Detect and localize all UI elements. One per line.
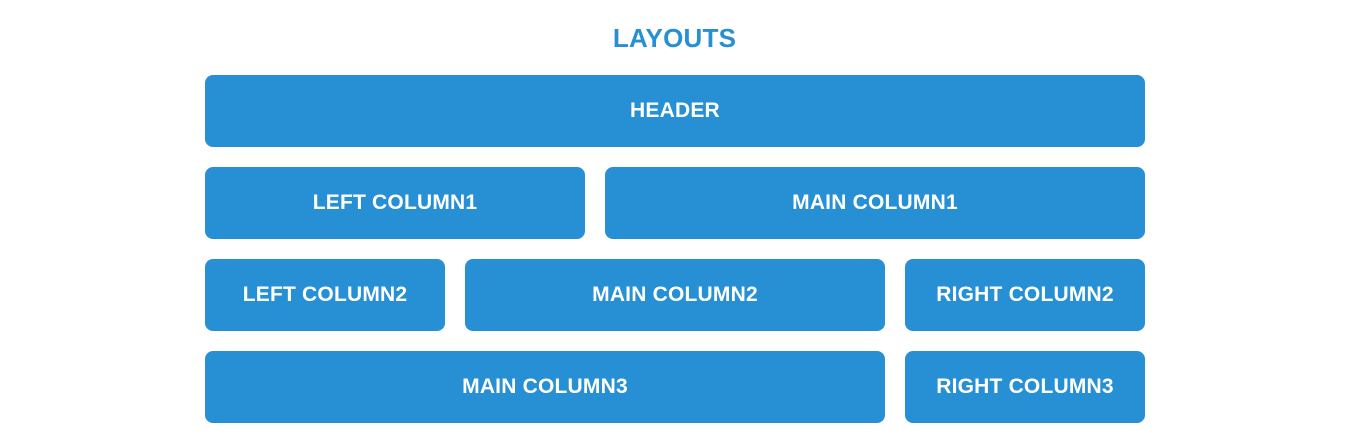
right-column2-block[interactable]: RIGHT COLUMN2 <box>905 259 1145 331</box>
main-column2-block[interactable]: MAIN COLUMN2 <box>465 259 885 331</box>
main-column1-label: MAIN COLUMN1 <box>792 191 958 214</box>
main-column3-block[interactable]: MAIN COLUMN3 <box>205 351 885 423</box>
left-column2-block[interactable]: LEFT COLUMN2 <box>205 259 445 331</box>
header-block[interactable]: HEADER <box>205 75 1145 147</box>
page-title: LAYOUTS <box>612 23 737 53</box>
left-column1-block[interactable]: LEFT COLUMN1 <box>205 167 585 239</box>
main-column1-block[interactable]: MAIN COLUMN1 <box>605 167 1145 239</box>
left-column1-label: LEFT COLUMN1 <box>312 191 478 214</box>
header-block-label: HEADER <box>630 99 720 122</box>
right-column2-label: RIGHT COLUMN2 <box>936 283 1114 306</box>
main-column3-label: MAIN COLUMN3 <box>462 375 628 398</box>
right-column3-block[interactable]: RIGHT COLUMN3 <box>905 351 1145 423</box>
main-column2-label: MAIN COLUMN2 <box>592 283 758 306</box>
left-column2-label: LEFT COLUMN2 <box>242 283 408 306</box>
right-column3-label: RIGHT COLUMN3 <box>936 375 1114 398</box>
